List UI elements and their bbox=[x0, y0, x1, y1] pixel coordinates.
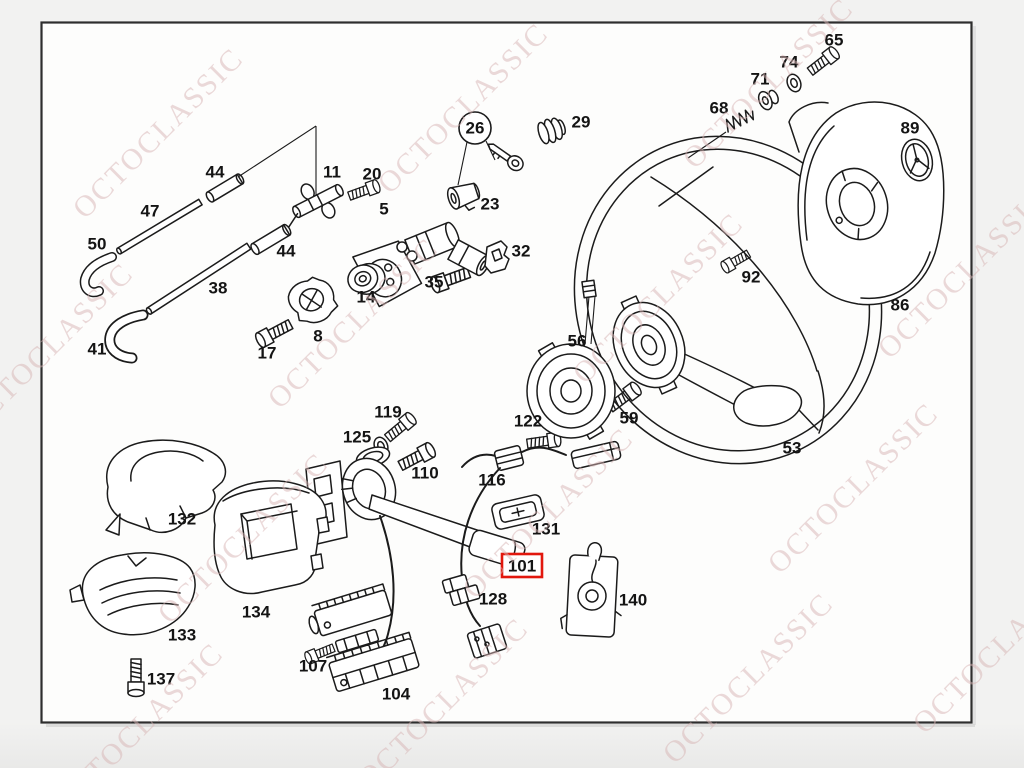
part-label-122: 122 bbox=[514, 412, 542, 431]
part-71-nut bbox=[757, 89, 779, 111]
part-label-89: 89 bbox=[901, 119, 920, 138]
part-label-92: 92 bbox=[742, 268, 761, 287]
frame-shadow-bottom bbox=[46, 724, 975, 727]
leader-line-11 bbox=[237, 125, 317, 197]
leader-line-26 bbox=[457, 140, 496, 186]
part-14-bearing bbox=[347, 262, 386, 295]
part-89-emblem bbox=[900, 138, 934, 182]
part-134-switch-housing bbox=[213, 480, 330, 595]
part-104-connector bbox=[308, 583, 420, 692]
part-label-8: 8 bbox=[313, 327, 322, 346]
part-32-bracket bbox=[484, 240, 510, 274]
part-44-sleeve-lower bbox=[250, 223, 292, 256]
part-label-125: 125 bbox=[343, 428, 371, 447]
part-label-20: 20 bbox=[363, 165, 382, 184]
part-label-11: 11 bbox=[323, 163, 341, 182]
part-label-47: 47 bbox=[141, 202, 160, 221]
part-label-44: 44 bbox=[206, 163, 225, 182]
part-label-134: 134 bbox=[242, 603, 271, 622]
part-23-lock-cylinder bbox=[446, 182, 481, 211]
part-131-cover-plate bbox=[491, 494, 545, 530]
part-label-14: 14 bbox=[357, 288, 376, 307]
part-11-coupling bbox=[287, 183, 344, 228]
part-label-74: 74 bbox=[780, 53, 799, 72]
part-140-buzzer-contact bbox=[560, 542, 622, 638]
part-133-lower-shroud bbox=[69, 552, 196, 636]
diagram-frame bbox=[40, 21, 973, 724]
part-label-5: 5 bbox=[379, 200, 388, 219]
part-label-17: 17 bbox=[258, 344, 277, 363]
part-137-screw bbox=[127, 658, 145, 698]
part-label-29: 29 bbox=[572, 113, 591, 132]
part-label-41: 41 bbox=[88, 340, 107, 359]
part-label-140: 140 bbox=[619, 591, 647, 610]
diagram-art bbox=[69, 44, 945, 698]
frame-shadow-right bbox=[973, 26, 976, 725]
part-50-bent-tube bbox=[79, 252, 117, 298]
part-label-104: 104 bbox=[382, 685, 411, 704]
part-label-110: 110 bbox=[411, 464, 438, 483]
part-132-upper-shroud bbox=[105, 439, 227, 536]
part-label-53: 53 bbox=[783, 439, 802, 458]
part-label-44: 44 bbox=[277, 242, 296, 261]
part-label-59: 59 bbox=[620, 409, 639, 428]
part-47-rod bbox=[115, 198, 203, 255]
part-label-68: 68 bbox=[710, 99, 729, 118]
part-label-50: 50 bbox=[88, 235, 107, 254]
part-label-107: 107 bbox=[299, 657, 327, 676]
part-label-71: 71 bbox=[751, 70, 770, 89]
part-label-116: 116 bbox=[478, 471, 505, 490]
part-label-137: 137 bbox=[147, 670, 175, 689]
part-label-23: 23 bbox=[481, 195, 500, 214]
part-label-132: 132 bbox=[168, 510, 196, 529]
callout-circle-26 bbox=[458, 111, 492, 145]
part-29-grommet bbox=[537, 117, 566, 145]
part-label-38: 38 bbox=[209, 279, 228, 298]
part-44-sleeve-upper bbox=[205, 173, 245, 203]
part-116-harness bbox=[361, 440, 622, 673]
part-label-119: 119 bbox=[374, 403, 401, 422]
part-56-contact-ring bbox=[526, 279, 616, 440]
part-label-86: 86 bbox=[891, 296, 910, 315]
part-label-56: 56 bbox=[568, 332, 587, 351]
highlight-box-101 bbox=[500, 552, 544, 579]
part-label-26: 26 bbox=[466, 119, 485, 138]
part-41-bent-tube bbox=[104, 309, 149, 364]
part-label-35: 35 bbox=[425, 273, 444, 292]
part-128-connector bbox=[441, 574, 481, 607]
part-label-128: 128 bbox=[479, 590, 507, 609]
part-8-housing bbox=[287, 276, 339, 324]
part-label-131: 131 bbox=[532, 520, 560, 539]
part-key bbox=[487, 143, 524, 172]
part-label-133: 133 bbox=[168, 626, 196, 645]
part-label-65: 65 bbox=[825, 31, 844, 50]
part-label-32: 32 bbox=[512, 242, 531, 261]
part-label-101: 101 bbox=[508, 557, 536, 576]
